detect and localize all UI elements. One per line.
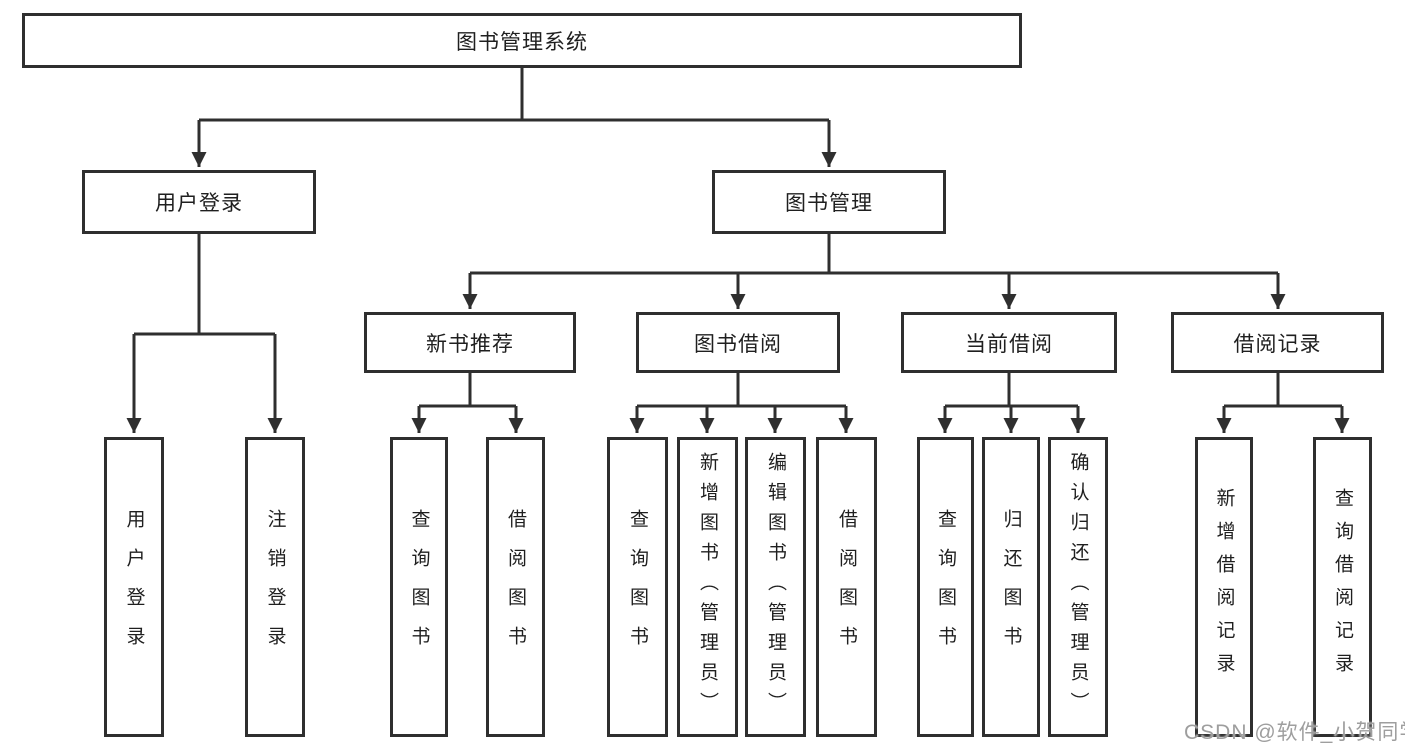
leaf-logout: 注销登录	[245, 437, 305, 737]
connector-book-borrow	[629, 373, 854, 433]
leaf-query-books: 查询图书	[390, 437, 448, 737]
csdn-watermark: CSDN @软件_小贺同学	[1184, 721, 1405, 744]
leaf-confirm-return-admin: 确认归还（管理员）	[1048, 437, 1108, 737]
leaf-edit-books-admin: 编辑图书（管理员）	[745, 437, 806, 737]
leaf-user-login: 用户登录	[104, 437, 164, 737]
node-user-login: 用户登录	[82, 170, 316, 234]
node-new-book-recommend: 新书推荐	[364, 312, 576, 373]
node-library-system: 图书管理系统	[22, 13, 1022, 68]
connector-borrow-record	[1216, 373, 1350, 433]
leaf-add-books-admin: 新增图书（管理员）	[677, 437, 738, 737]
connector-new-book	[411, 373, 524, 433]
connector-book-mgmt	[462, 234, 1286, 309]
connector-root	[191, 68, 837, 167]
leaf-borrow-books: 借阅图书	[816, 437, 877, 737]
leaf-return-books: 归还图书	[982, 437, 1040, 737]
connector-user-login	[126, 234, 283, 433]
node-book-borrowing: 图书借阅	[636, 312, 840, 373]
node-current-borrowing: 当前借阅	[901, 312, 1117, 373]
leaf-query-books: 查询图书	[607, 437, 668, 737]
leaf-query-borrow-record: 查询借阅记录	[1313, 437, 1372, 737]
leaf-borrow-books: 借阅图书	[486, 437, 545, 737]
node-borrowing-records: 借阅记录	[1171, 312, 1384, 373]
leaf-add-borrow-record: 新增借阅记录	[1195, 437, 1253, 737]
connector-current-borrow	[937, 373, 1086, 433]
leaf-query-books: 查询图书	[917, 437, 974, 737]
node-book-management: 图书管理	[712, 170, 946, 234]
